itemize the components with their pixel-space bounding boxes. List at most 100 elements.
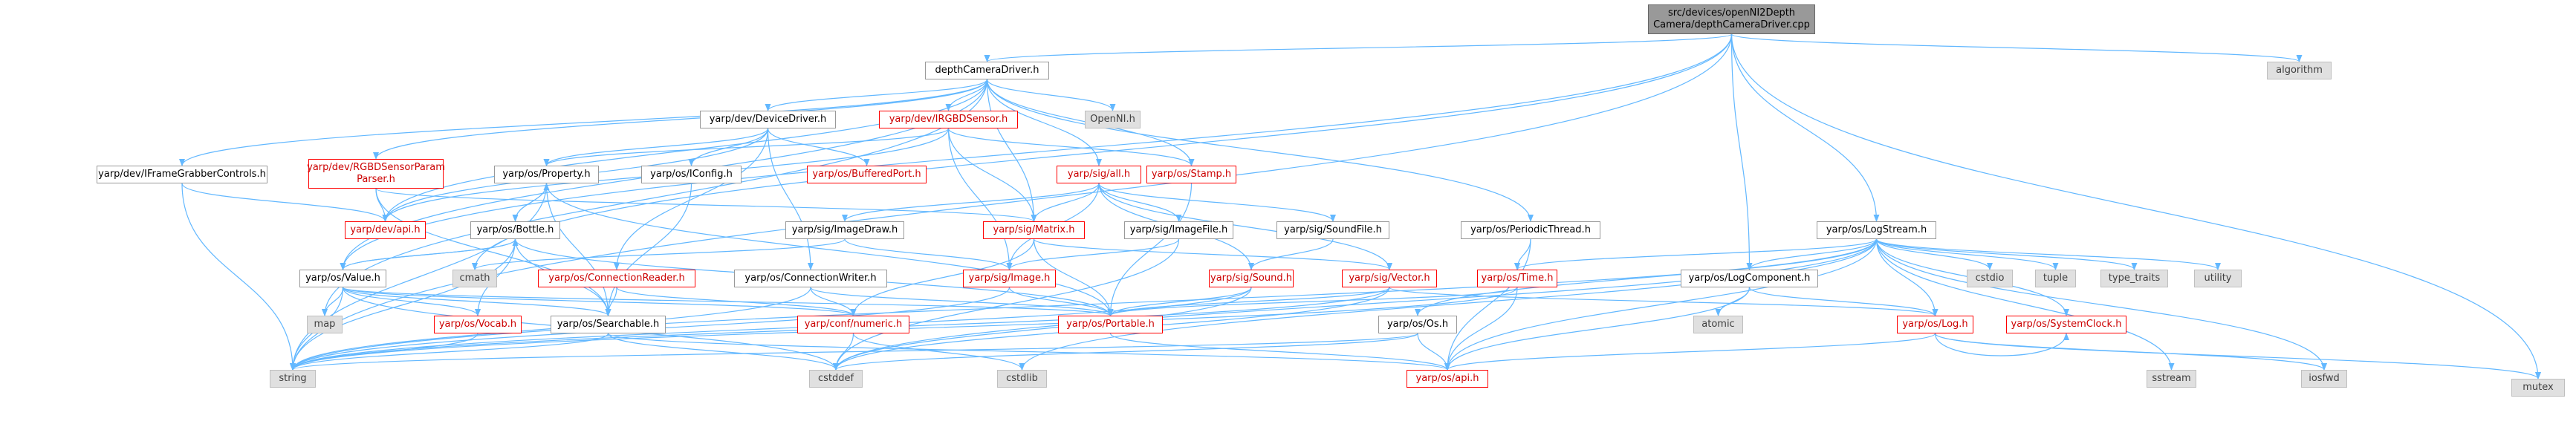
node-cstdlib[interactable]: cstdlib (997, 370, 1047, 388)
edge-sigall-to-vector (1098, 183, 1392, 270)
node-systemclock[interactable]: yarp/os/SystemClock.h (2006, 316, 2126, 333)
node-vocab[interactable]: yarp/os/Vocab.h (434, 316, 522, 333)
edge-stamp-to-portable (1107, 183, 1193, 316)
edge-value-to-searchable (342, 287, 611, 316)
node-rgbdsensor[interactable]: yarp/dev/IRGBDSensor.h (879, 111, 1018, 128)
edge-time-to-osapi (1444, 287, 1518, 371)
edge-property-to-searchable (545, 183, 611, 316)
node-dcd[interactable]: depthCameraDriver.h (925, 62, 1049, 79)
node-cmath[interactable]: cmath (452, 270, 497, 287)
edge-log-to-mutex (1934, 333, 2541, 379)
edge-dcd-to-openni (986, 79, 1116, 111)
edge-devicedriver-to-bufferedport (767, 128, 870, 166)
node-connwriter[interactable]: yarp/os/ConnectionWriter.h (734, 270, 887, 287)
node-map[interactable]: map (307, 316, 343, 333)
edge-numeric-to-cstdlib (852, 333, 1025, 371)
node-portable[interactable]: yarp/os/Portable.h (1058, 316, 1163, 333)
node-atomic[interactable]: atomic (1693, 316, 1743, 333)
node-logcomponent[interactable]: yarp/os/LogComponent.h (1681, 270, 1818, 287)
edge-sigall-to-imagedraw (842, 183, 1100, 222)
edge-logstream-to-log (1875, 238, 1939, 316)
node-logstream[interactable]: yarp/os/LogStream.h (1817, 221, 1936, 239)
node-algorithm[interactable]: algorithm (2267, 62, 2332, 79)
edge-value-to-portable (342, 287, 1114, 316)
node-cstdio[interactable]: cstdio (1967, 270, 2013, 287)
edge-logstream-to-cstdio (1875, 238, 1993, 270)
node-searchable[interactable]: yarp/os/Searchable.h (551, 316, 666, 333)
edge-iframegrabber-to-devapi (181, 183, 389, 222)
edge-dcd-to-iframegrabber (179, 79, 988, 166)
edge-logstream-to-logcomponent (1746, 238, 1878, 270)
edge-value-to-bottle (342, 238, 519, 270)
node-bufferedport[interactable]: yarp/os/BufferedPort.h (807, 166, 927, 183)
node-bottle[interactable]: yarp/os/Bottle.h (470, 221, 560, 239)
node-property[interactable]: yarp/os/Property.h (494, 166, 599, 183)
edge-vocab-to-string (290, 333, 478, 371)
edge-iframegrabber-to-string (181, 183, 296, 371)
node-utility[interactable]: utility (2194, 270, 2242, 287)
node-rgbdparser[interactable]: yarp/dev/RGBDSensorParam Parser.h (307, 159, 445, 189)
node-devapi[interactable]: yarp/dev/api.h (345, 221, 426, 239)
edge-root-to-mutex (1730, 33, 2541, 379)
edge-imagedraw-to-cmath (472, 238, 846, 270)
edge-devicedriver-to-iconfig (688, 128, 769, 166)
edge-iconfig-to-searchable (605, 183, 692, 316)
node-sound[interactable]: yarp/sig/Sound.h (1209, 270, 1294, 287)
node-matrix[interactable]: yarp/sig/Matrix.h (983, 221, 1085, 239)
node-osapi[interactable]: yarp/os/api.h (1407, 370, 1488, 388)
node-value[interactable]: yarp/os/Value.h (299, 270, 386, 287)
node-imagefile[interactable]: yarp/sig/ImageFile.h (1124, 221, 1233, 239)
edge-root-to-logstream (1730, 33, 1880, 222)
edge-rgbdsensor-to-stamp (947, 128, 1195, 166)
node-iconfig[interactable]: yarp/os/IConfig.h (641, 166, 742, 183)
edge-rgbdsensor-to-image (947, 128, 1013, 270)
edge-connreader-to-searchable (605, 287, 617, 316)
node-image[interactable]: yarp/sig/Image.h (963, 270, 1056, 287)
node-tuple[interactable]: tuple (2035, 270, 2076, 287)
edge-connwriter-to-portable (810, 287, 1114, 316)
node-iframegrabber[interactable]: yarp/dev/IFrameGrabberControls.h (97, 166, 267, 183)
node-stamp[interactable]: yarp/os/Stamp.h (1146, 166, 1236, 183)
node-string[interactable]: string (270, 370, 316, 388)
edge-root-to-algorithm (1730, 33, 2303, 62)
node-os[interactable]: yarp/os/Os.h (1378, 316, 1457, 333)
edge-dcd-to-sigall (986, 79, 1102, 166)
edge-root-to-value (340, 33, 1733, 270)
node-log[interactable]: yarp/os/Log.h (1897, 316, 1973, 333)
node-numeric[interactable]: yarp/conf/numeric.h (797, 316, 909, 333)
edge-searchable-to-string (290, 333, 609, 371)
edge-dcd-to-devicedriver (765, 79, 988, 111)
edge-logstream-to-cstddef (833, 238, 1878, 371)
node-cstddef[interactable]: cstddef (809, 370, 863, 388)
node-soundfile[interactable]: yarp/sig/SoundFile.h (1276, 221, 1389, 239)
node-devicedriver[interactable]: yarp/dev/DeviceDriver.h (700, 111, 836, 128)
node-root[interactable]: src/devices/openNI2Depth Camera/depthCam… (1648, 4, 1815, 34)
node-vector[interactable]: yarp/sig/Vector.h (1342, 270, 1437, 287)
edge-value-to-vocab (342, 287, 481, 316)
node-periodicthread[interactable]: yarp/os/PeriodicThread.h (1461, 221, 1600, 239)
edge-sound-to-string (290, 287, 1252, 371)
edge-logstream-to-iosfwd (1875, 238, 2327, 371)
node-imagedraw[interactable]: yarp/sig/ImageDraw.h (785, 221, 904, 239)
edge-imagefile-to-cstddef (833, 238, 1180, 371)
node-sstream[interactable]: sstream (2147, 370, 2196, 388)
node-sigall[interactable]: yarp/sig/all.h (1057, 166, 1141, 183)
node-mutex[interactable]: mutex (2511, 379, 2565, 397)
edge-os-to-cstddef (833, 333, 1418, 371)
node-connreader[interactable]: yarp/os/ConnectionReader.h (538, 270, 695, 287)
node-openni[interactable]: OpenNI.h (1085, 111, 1141, 128)
edge-logstream-to-cstdlib (1019, 238, 1878, 371)
edge-matrix-to-numeric (850, 238, 1035, 316)
edge-vector-to-log (1389, 287, 1939, 316)
edge-imagedraw-to-image (844, 238, 1013, 270)
node-time[interactable]: yarp/os/Time.h (1477, 270, 1557, 287)
edge-os-to-string (290, 333, 1418, 371)
node-typetraits[interactable]: type_traits (2100, 270, 2168, 287)
edge-rgbdparser-to-matrix (375, 188, 1037, 222)
edge-matrix-to-vector (1033, 238, 1392, 270)
node-iosfwd[interactable]: iosfwd (2301, 370, 2347, 388)
edge-value-to-map (322, 287, 344, 316)
edge-log-to-osapi (1444, 333, 1936, 371)
